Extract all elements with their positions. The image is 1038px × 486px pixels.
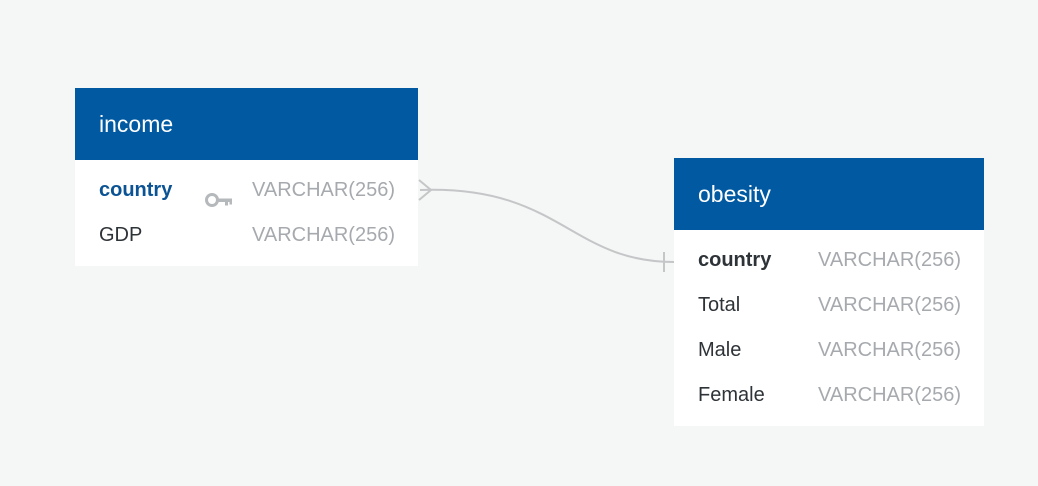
column-name: Female [698,384,765,406]
table-title: income [99,111,174,137]
column-type: VARCHAR(256) [252,224,395,246]
table-obesity[interactable]: obesity country VARCHAR(256) Total VARCH… [674,158,984,426]
column-type: VARCHAR(256) [818,384,961,406]
column-list: country VARCHAR(256) GDP VARCHAR(256) [75,160,418,266]
column-row-country[interactable]: country VARCHAR(256) [75,168,418,213]
relationship-line [419,188,675,263]
crows-foot-many-marker [418,179,433,201]
table-header[interactable]: obesity [674,158,984,230]
table-income[interactable]: income country VARCHAR(256) GDP VARCHAR(… [75,88,418,266]
column-row-female[interactable]: Female VARCHAR(256) [674,373,984,418]
column-type: VARCHAR(256) [818,249,961,271]
column-type: VARCHAR(256) [818,294,961,316]
column-list: country VARCHAR(256) Total VARCHAR(256) … [674,230,984,426]
column-row-country[interactable]: country VARCHAR(256) [674,238,984,283]
table-title: obesity [698,181,771,207]
key-icon [205,181,235,207]
column-name: Total [698,294,741,316]
column-name: country [99,179,173,201]
column-type: VARCHAR(256) [818,339,961,361]
column-type: VARCHAR(256) [252,179,395,201]
column-row-total[interactable]: Total VARCHAR(256) [674,283,984,328]
column-name: country [698,249,772,271]
column-row-gdp[interactable]: GDP VARCHAR(256) [75,213,418,258]
column-row-male[interactable]: Male VARCHAR(256) [674,328,984,373]
column-name: GDP [99,224,143,246]
column-name: Male [698,339,742,361]
table-header[interactable]: income [75,88,418,160]
